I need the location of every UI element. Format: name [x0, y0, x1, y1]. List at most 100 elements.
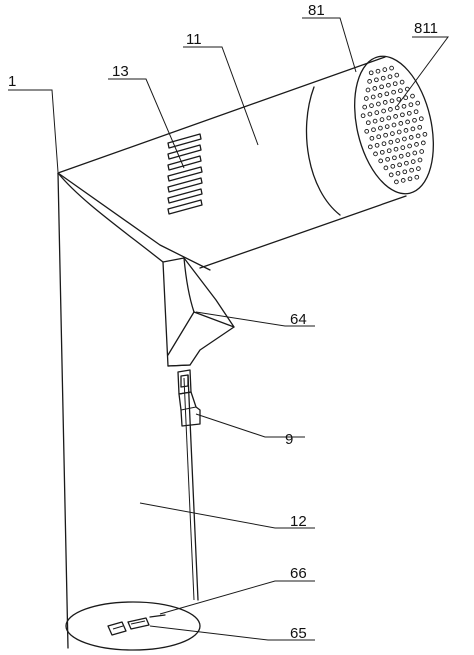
grille-hole — [388, 139, 394, 145]
grille-hole — [376, 101, 381, 107]
grille-hole — [379, 84, 384, 90]
grille-hole — [382, 100, 388, 105]
grille-hole — [415, 133, 421, 139]
grille-hole — [402, 136, 407, 142]
grille-hole — [389, 98, 395, 104]
grille-hole — [372, 118, 378, 124]
grille-hole — [365, 87, 371, 93]
grille-hole — [397, 162, 402, 168]
grille-hole — [392, 81, 398, 87]
grille-hole — [413, 109, 419, 115]
label-81: 81 — [308, 2, 325, 19]
grille-hole — [392, 155, 397, 161]
grille-hole — [386, 115, 392, 121]
grille-hole — [401, 103, 407, 109]
grille-hole — [412, 150, 418, 156]
grille-hole — [388, 172, 394, 178]
grille-hole — [400, 178, 406, 183]
label-13: 13 — [112, 63, 129, 80]
grille-hole — [404, 160, 409, 166]
grille-hole — [394, 72, 400, 78]
grille-hole — [419, 149, 425, 154]
grille-hole — [365, 120, 371, 126]
grille-hole — [398, 88, 403, 94]
label-811: 811 — [414, 20, 438, 37]
grille-hole — [415, 100, 421, 106]
switch-part — [177, 369, 201, 427]
head-part — [57, 56, 407, 271]
label-12: 12 — [290, 513, 307, 530]
grille-hole — [408, 102, 414, 108]
grille-hole — [414, 174, 420, 180]
grille-hole — [389, 65, 394, 71]
label-65: 65 — [290, 625, 307, 642]
grille-hole — [375, 68, 381, 74]
grille-hole — [398, 153, 404, 159]
grille-hole — [398, 121, 404, 126]
grille-hole — [394, 179, 399, 185]
grille-hole — [384, 91, 390, 97]
grille-hole — [380, 75, 386, 81]
grille-hole — [381, 141, 387, 147]
grille-hole — [416, 166, 421, 171]
grille-hole — [386, 82, 391, 88]
grille-hole — [372, 86, 378, 91]
handle-body — [57, 172, 201, 651]
grille-hole — [382, 67, 388, 72]
grille-holes — [360, 65, 428, 185]
grille-hole — [399, 79, 405, 85]
grille-hole — [364, 128, 370, 134]
grille-hole — [405, 119, 410, 125]
label-64: 64 — [290, 311, 307, 328]
grille-hole — [374, 110, 380, 115]
grille-hole — [379, 117, 385, 122]
grille-hole — [378, 125, 383, 131]
grille-hole — [370, 94, 376, 100]
grille-hole — [394, 105, 400, 111]
grille-hole — [412, 117, 417, 123]
grille-hole — [403, 95, 409, 101]
grille-hole — [371, 127, 376, 133]
grille-hole — [391, 89, 396, 95]
grille-hole — [383, 165, 389, 171]
grille-hole — [400, 112, 405, 118]
grille-hole — [384, 124, 390, 129]
grille-hole — [390, 163, 396, 169]
grille-hole — [391, 122, 397, 128]
grille-hole — [390, 131, 395, 136]
grille-hole — [388, 107, 393, 112]
grille-hole — [367, 79, 372, 84]
grille-hole — [408, 135, 414, 140]
base-slot — [107, 614, 166, 636]
grille-hole — [409, 167, 414, 173]
grille-hole — [418, 116, 424, 122]
grille-hole — [385, 156, 390, 162]
grille-hole — [410, 93, 415, 99]
grille-hole — [395, 138, 400, 143]
grille-hole — [400, 145, 406, 150]
grille-hole — [402, 169, 408, 175]
label-11: 11 — [186, 31, 202, 48]
grille-hole — [403, 128, 409, 133]
grille-hole — [363, 96, 369, 101]
grille-hole — [376, 134, 382, 140]
label-1: 1 — [8, 73, 16, 90]
neck-part — [162, 257, 235, 367]
grille-hole — [373, 151, 378, 157]
grille-hole — [378, 158, 384, 164]
grille-hole — [369, 103, 374, 108]
grille-hole — [393, 146, 399, 152]
grille-hole — [386, 148, 392, 154]
grille-hole — [396, 96, 402, 102]
leader-lines — [8, 17, 449, 641]
grille-hole — [407, 176, 413, 182]
grille-hole — [407, 143, 412, 149]
grille-hole — [362, 104, 368, 110]
grille-hole — [414, 142, 419, 147]
grille-hole — [393, 114, 398, 119]
grille-hole — [410, 126, 416, 132]
grille-hole — [369, 135, 375, 141]
grille-hole — [367, 111, 373, 117]
